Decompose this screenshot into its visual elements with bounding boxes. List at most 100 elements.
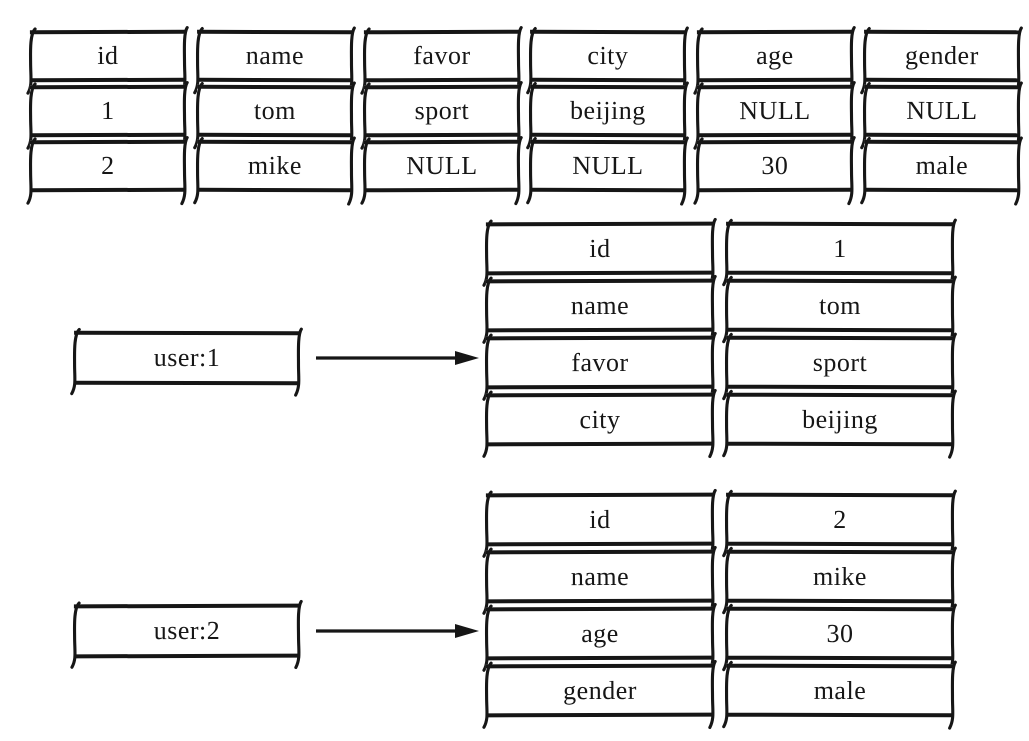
sketch-edge-icon [708,217,717,288]
sketch-edge-icon [70,601,81,669]
column-header-label: age [756,40,795,71]
column-header-cell: id [26,26,189,96]
sketch-edge-icon [513,136,523,206]
table-cell-value: beijing [570,95,647,126]
field-value-cell: beijing [722,389,957,459]
column-header-label: gender [905,40,979,71]
sketch-edge-icon [722,660,733,729]
sketch-edge-icon [948,389,957,459]
column-header-cell: favor [360,26,523,96]
sketch-edge-icon [294,327,303,397]
column-header-label: favor [412,40,471,71]
sketch-edge-icon [482,490,493,558]
sketch-edge-icon [860,137,871,205]
sketch-edge-icon [722,546,733,615]
hash-fields-table-user2: id 2 name mike age 30 gender male [482,488,957,730]
field-value-cell: tom [722,275,957,345]
hash-fields-table-user1: id 1 name tom favor sport city beijing [482,217,957,459]
sketch-edge-icon [680,136,690,206]
sketch-edge-icon [948,546,957,616]
sketch-edge-icon [948,660,957,730]
table-cell-value: 2 [101,150,115,181]
field-name-cell: favor [482,331,717,402]
sketch-edge-icon [722,218,733,287]
sketch-edge-icon [708,488,717,559]
sketch-edge-icon [948,275,957,345]
sketch-edge-icon [482,604,493,672]
table-cell: NULL [526,136,690,206]
table-cell: beijing [526,81,690,151]
field-value-cell: 2 [722,489,957,559]
sketch-edge-icon [708,274,717,345]
sketch-edge-icon [948,603,957,673]
column-header-cell: name [193,26,356,96]
field-value-label: 1 [833,233,847,263]
field-name-label: gender [563,675,637,705]
sketch-edge-icon [482,276,493,344]
sketch-edge-icon [482,333,493,401]
sketch-edge-icon [722,275,733,344]
key-label: user:2 [153,615,221,646]
maps-to-arrow-icon [316,624,479,638]
sketch-edge-icon [708,545,717,616]
table-cell: sport [360,81,523,151]
key-box-user2: user:2 [70,599,303,670]
table-cell-value: male [915,150,969,181]
field-value-label: mike [812,561,868,591]
column-header-label: id [97,40,119,71]
table-cell-value: NULL [405,150,478,181]
field-name-cell: gender [482,659,717,730]
table-cell: male [860,136,1023,206]
table-cell-value: tom [253,95,296,126]
field-value-cell: male [722,660,957,730]
field-value-cell: 30 [722,603,957,673]
table-cell-value: mike [247,150,302,181]
table-cell: NULL [360,136,523,206]
sketch-edge-icon [948,218,957,288]
field-value-label: sport [812,347,868,377]
sketch-edge-icon [26,137,37,205]
field-name-label: name [570,561,630,591]
field-name-label: city [579,404,621,434]
sketch-edge-icon [360,137,371,205]
table-cell-value: NULL [739,95,811,126]
table-cell-value: NULL [906,95,978,126]
column-header-cell: age [693,26,856,96]
field-name-label: id [589,233,611,263]
field-value-label: beijing [802,404,878,434]
sketch-edge-icon [722,603,733,672]
field-value-label: male [813,675,867,705]
field-value-cell: mike [722,546,957,616]
table-cell: NULL [693,81,856,151]
maps-to-arrow-icon [316,351,479,365]
sketch-edge-icon [847,136,856,206]
field-value-label: 2 [833,504,847,534]
field-value-label: tom [818,290,862,320]
sketch-edge-icon [708,388,717,459]
key-label: user:1 [153,342,221,373]
sketch-edge-icon [482,661,493,729]
field-name-label: id [589,504,611,534]
column-header-cell: gender [860,26,1023,96]
column-header-label: city [587,40,629,71]
field-name-cell: id [482,217,717,288]
field-value-cell: sport [722,332,957,402]
table-cell-value: 30 [761,150,789,181]
sketch-edge-icon [722,489,733,558]
table-cell: 30 [693,136,856,206]
key-box-user1: user:1 [70,327,303,397]
sketch-edge-icon [346,136,356,206]
relational-table: id name favor city age gender 1 tom spor… [26,26,1023,206]
table-cell-value: NULL [572,150,645,181]
table-cell-value: sport [414,95,469,126]
sketch-edge-icon [722,332,733,401]
field-value-label: 30 [826,618,854,648]
sketch-edge-icon [722,389,733,458]
field-name-cell: name [482,274,717,345]
field-name-label: name [570,290,630,320]
table-cell: NULL [860,81,1023,151]
sketch-edge-icon [482,547,493,615]
field-name-cell: name [482,545,717,616]
field-name-label: favor [571,347,629,377]
sketch-edge-icon [294,599,303,670]
